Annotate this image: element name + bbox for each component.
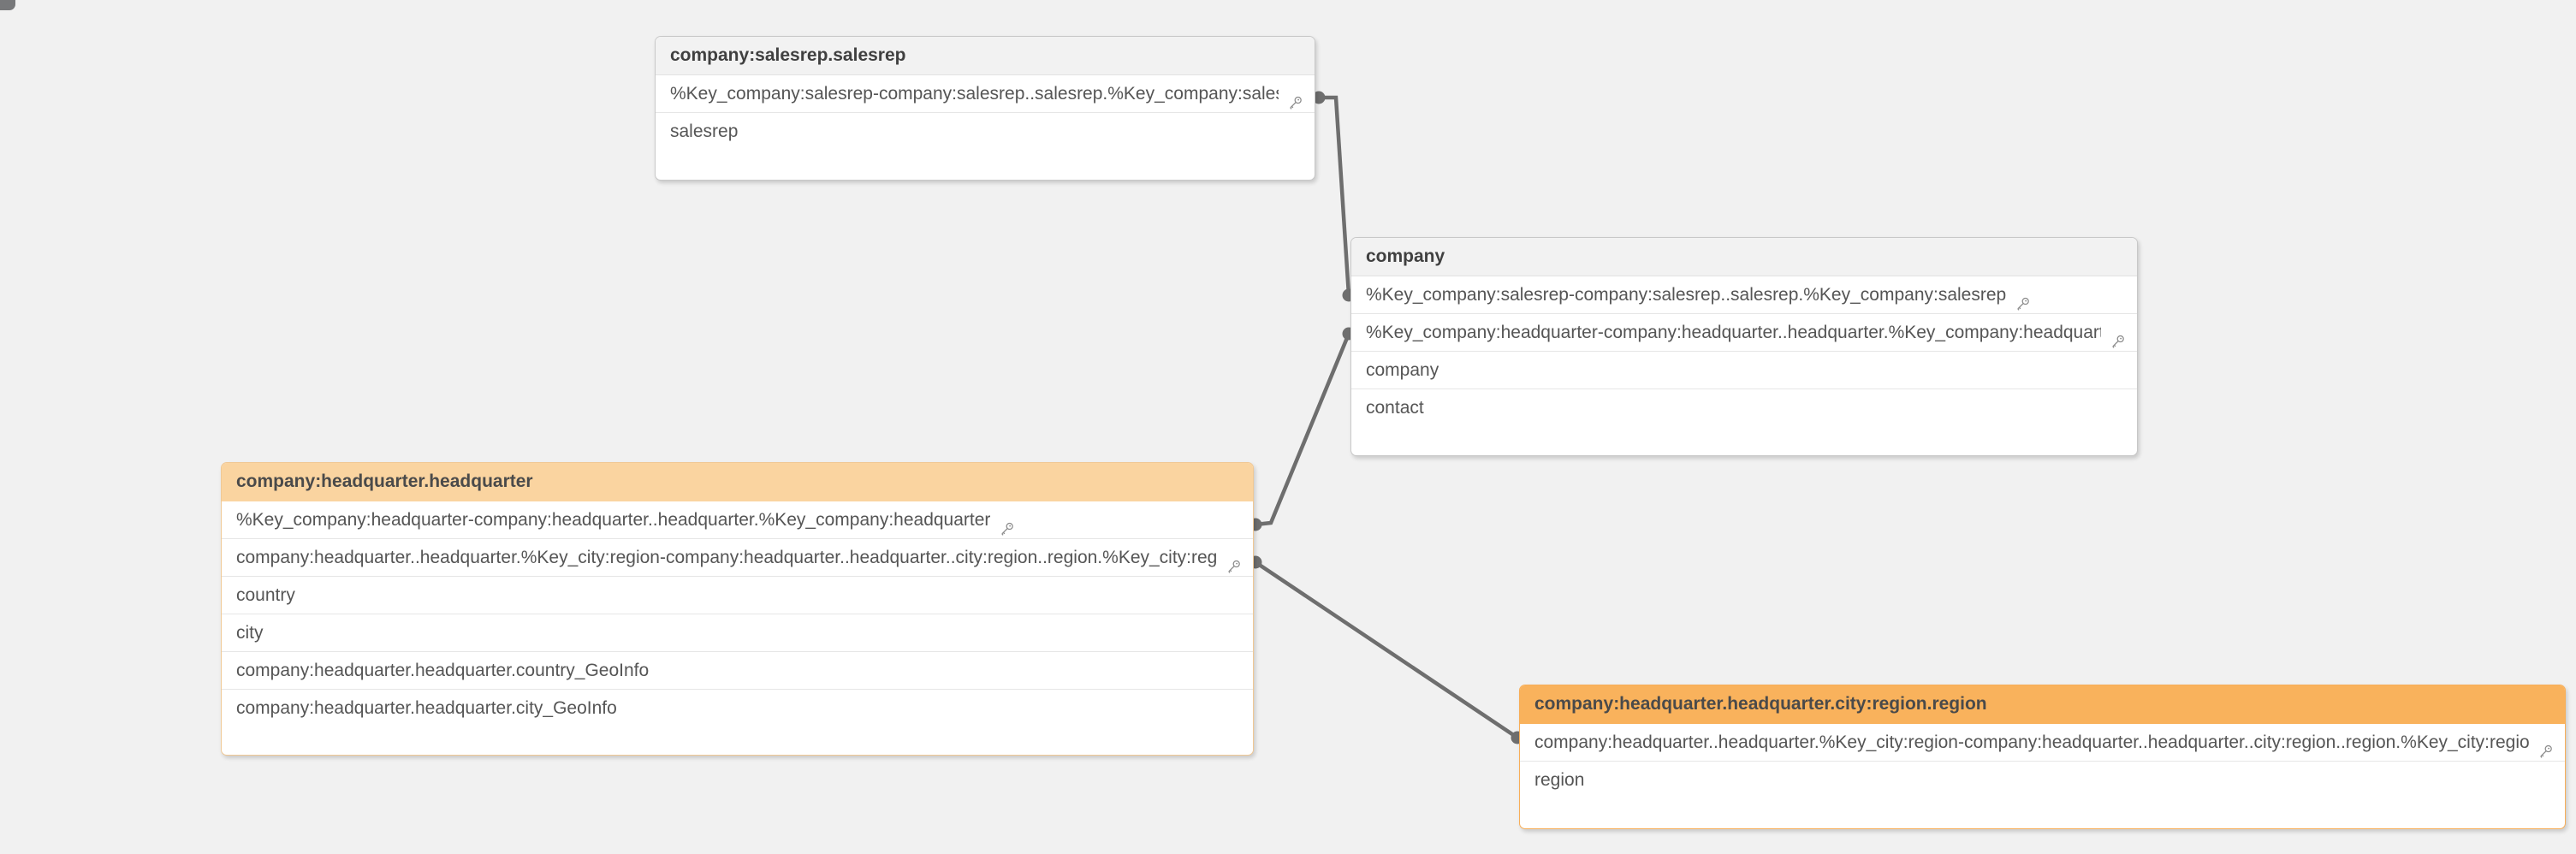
field-label: country — [236, 584, 295, 605]
key-icon — [2110, 326, 2125, 348]
key-icon — [2015, 288, 2030, 311]
field-label: company — [1366, 359, 1439, 380]
relationship-link-headquarter-to-region[interactable] — [1249, 555, 1524, 744]
table-node-footer-space — [222, 727, 1253, 751]
field-label: salesrep — [670, 122, 739, 141]
field-row-key[interactable]: %Key_company:salesrep-company:salesrep..… — [1351, 276, 2137, 314]
field-row[interactable]: city — [222, 614, 1253, 652]
field-label: %Key_company:headquarter-company:headqua… — [1366, 322, 2101, 342]
field-label: company:headquarter..headquarter.%Key_ci… — [1534, 732, 2529, 752]
link-path — [1254, 560, 1519, 739]
field-row[interactable]: region — [1520, 762, 2565, 799]
key-icon — [1226, 551, 1241, 573]
field-label: %Key_company:salesrep-company:salesrep..… — [670, 83, 1279, 104]
relationship-link-headquarter-to-company[interactable] — [1249, 327, 1356, 531]
link-path — [1319, 95, 1351, 296]
relationship-link-salesrep-to-company[interactable] — [1312, 91, 1356, 302]
field-label: company:headquarter.headquarter.city_Geo… — [236, 698, 617, 718]
field-label: region — [1534, 770, 1585, 790]
field-row-key[interactable]: %Key_company:headquarter-company:headqua… — [222, 501, 1253, 539]
field-label: contact — [1366, 398, 1424, 418]
table-node-title[interactable]: company — [1351, 238, 2137, 276]
field-label: %Key_company:headquarter-company:headqua… — [236, 509, 991, 530]
table-node-field-list: %Key_company:salesrep-company:salesrep..… — [1351, 276, 2137, 427]
field-row[interactable]: company:headquarter.headquarter.city_Geo… — [222, 690, 1253, 727]
table-node-footer-space — [656, 151, 1315, 175]
table-node-field-list: %Key_company:salesrep-company:salesrep..… — [656, 75, 1315, 151]
field-row-key[interactable]: company:headquarter..headquarter.%Key_ci… — [222, 539, 1253, 577]
table-node-field-list: %Key_company:headquarter-company:headqua… — [222, 501, 1253, 727]
table-node-field-list: company:headquarter..headquarter.%Key_ci… — [1520, 724, 2565, 799]
field-row[interactable]: company — [1351, 352, 2137, 389]
table-node-region[interactable]: company:headquarter.headquarter.city:reg… — [1519, 685, 2566, 829]
key-icon — [2537, 736, 2553, 758]
field-label: company:headquarter..headquarter.%Key_ci… — [236, 547, 1217, 567]
table-node-title[interactable]: company:headquarter.headquarter — [222, 463, 1253, 501]
canvas-corner-artifact — [0, 0, 15, 10]
field-label: %Key_company:salesrep-company:salesrep..… — [1366, 284, 2007, 305]
field-label: city — [236, 622, 264, 643]
table-node-salesrep[interactable]: company:salesrep.salesrep %Key_company:sa… — [655, 36, 1315, 181]
table-node-company[interactable]: company %Key_company:salesrep-company:sal… — [1350, 237, 2138, 456]
key-icon — [999, 513, 1014, 536]
field-row[interactable]: salesrep — [656, 113, 1315, 151]
table-node-title[interactable]: company:headquarter.headquarter.city:reg… — [1520, 685, 2565, 724]
field-row[interactable]: country — [222, 577, 1253, 614]
field-row-key[interactable]: company:headquarter..headquarter.%Key_ci… — [1520, 724, 2565, 762]
table-node-title[interactable]: company:salesrep.salesrep — [656, 37, 1315, 75]
table-node-footer-space — [1520, 799, 2565, 823]
table-node-headquarter[interactable]: company:headquarter.headquarter %Key_comp… — [221, 462, 1254, 756]
field-row-key[interactable]: %Key_company:headquarter-company:headqua… — [1351, 314, 2137, 352]
field-row-key[interactable]: %Key_company:salesrep-company:salesrep..… — [656, 75, 1315, 113]
table-node-footer-space — [1351, 427, 2137, 451]
key-icon — [1287, 87, 1303, 110]
field-row[interactable]: contact — [1351, 389, 2137, 427]
field-row[interactable]: company:headquarter.headquarter.country_… — [222, 652, 1253, 690]
field-label: company:headquarter.headquarter.country_… — [236, 660, 650, 680]
link-path — [1255, 333, 1351, 527]
